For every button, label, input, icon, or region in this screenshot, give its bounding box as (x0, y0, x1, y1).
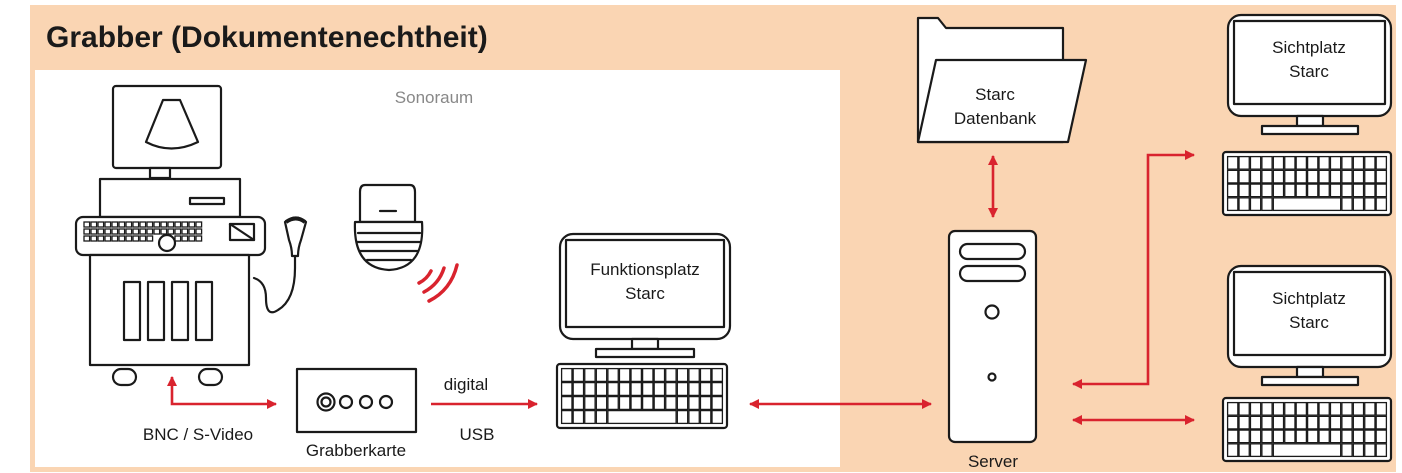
grabber-card-icon (295, 367, 418, 434)
viewer1-label-line1: Sichtplatz (1272, 38, 1346, 57)
usb-connection-label-top: digital (444, 375, 488, 394)
folder-icon (916, 16, 1088, 144)
server-viewer1-arrow (1072, 150, 1195, 389)
wireless-transducer-icon (353, 183, 459, 303)
video-cable-arrow (167, 376, 277, 409)
server-tower-icon (947, 229, 1038, 444)
viewer2-keyboard-icon (1221, 396, 1393, 463)
database-label-line2: Datenbank (954, 109, 1037, 128)
viewer1-monitor-icon (1226, 13, 1393, 136)
workstation-keyboard-icon (555, 362, 729, 430)
workstation-label-line2: Starc (625, 284, 665, 303)
room-label: Sonoraum (395, 88, 473, 107)
database-label-line1: Starc (975, 85, 1015, 104)
viewer2-label-line1: Sichtplatz (1272, 289, 1346, 308)
video-connection-label: BNC / S-Video (143, 425, 253, 444)
viewer2-monitor-icon (1226, 264, 1393, 387)
grabber-label: Grabberkarte (306, 441, 406, 460)
ultrasound-machine-icon (74, 84, 308, 387)
workstation-monitor-icon (558, 232, 732, 359)
workstation-label-line1: Funktionsplatz (590, 260, 700, 279)
viewer1-keyboard-icon (1221, 150, 1393, 217)
server-label: Server (968, 452, 1018, 471)
page-title: Grabber (Dokumentenechtheit) (46, 21, 488, 54)
viewer1-label-line2: Starc (1289, 62, 1329, 81)
viewer2-label-line2: Starc (1289, 313, 1329, 332)
usb-connection-label-bottom: USB (460, 425, 495, 444)
